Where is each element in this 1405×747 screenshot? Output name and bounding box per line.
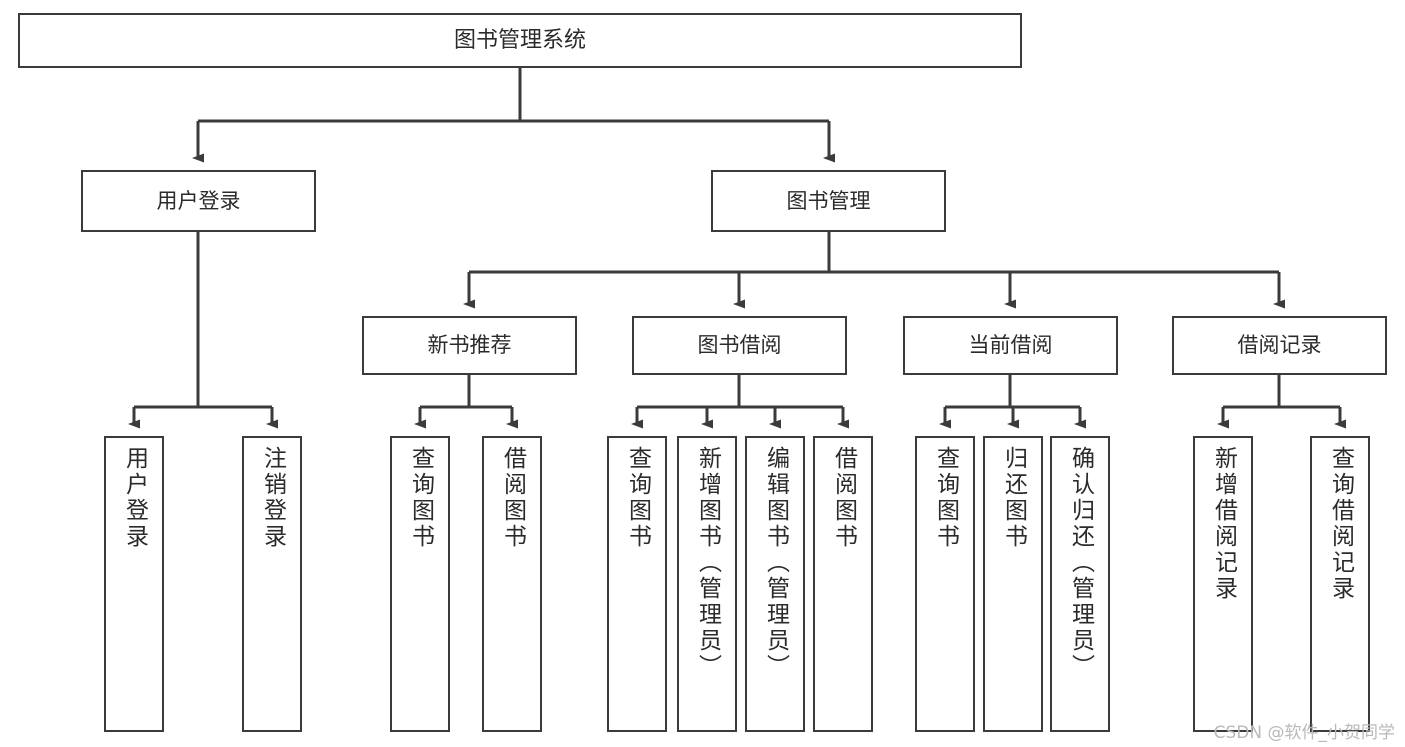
node-label: 编辑图书（管理员）: [762, 446, 789, 680]
leaf-return-book[interactable]: 归还图书: [983, 436, 1043, 732]
leaf-user-login[interactable]: 用户登录: [104, 436, 164, 732]
leaf-borrow-book-recommend[interactable]: 借阅图书: [482, 436, 542, 732]
leaf-add-borrow-record[interactable]: 新增借阅记录: [1193, 436, 1253, 732]
leaf-borrow-book[interactable]: 借阅图书: [813, 436, 873, 732]
node-label: 查询图书: [932, 446, 959, 550]
node-current-borrow[interactable]: 当前借阅: [903, 316, 1118, 375]
leaf-confirm-return-admin[interactable]: 确认归还（管理员）: [1050, 436, 1110, 732]
leaf-user-logout[interactable]: 注销登录: [242, 436, 302, 732]
node-label: 借阅图书: [830, 446, 857, 550]
node-label: 用户登录: [121, 446, 148, 550]
node-book-borrow[interactable]: 图书借阅: [632, 316, 847, 375]
node-label: 借阅记录: [1237, 333, 1322, 358]
node-label: 查询图书: [407, 446, 434, 550]
node-label: 图书借阅: [697, 333, 782, 358]
leaf-edit-book-admin[interactable]: 编辑图书（管理员）: [745, 436, 805, 732]
node-label: 图书管理系统: [453, 27, 586, 53]
node-label: 图书管理: [786, 188, 871, 213]
node-book-management[interactable]: 图书管理: [711, 170, 946, 232]
node-label: 归还图书: [1000, 446, 1027, 550]
node-label: 新增图书（管理员）: [694, 446, 721, 680]
node-label: 借阅图书: [499, 446, 526, 550]
node-label: 当前借阅: [968, 333, 1053, 358]
leaf-query-book-recommend[interactable]: 查询图书: [390, 436, 450, 732]
watermark: CSDN @软件_小贺同学: [1213, 723, 1395, 743]
leaf-query-book-current[interactable]: 查询图书: [915, 436, 975, 732]
node-new-book-recommend[interactable]: 新书推荐: [362, 316, 577, 375]
node-root-system[interactable]: 图书管理系统: [18, 13, 1022, 68]
node-label: 查询图书: [624, 446, 651, 550]
leaf-query-borrow-record[interactable]: 查询借阅记录: [1310, 436, 1370, 732]
node-user-login[interactable]: 用户登录: [81, 170, 316, 232]
node-label: 新增借阅记录: [1210, 446, 1237, 602]
node-borrow-record[interactable]: 借阅记录: [1172, 316, 1387, 375]
node-label: 用户登录: [156, 188, 241, 213]
node-label: 查询借阅记录: [1327, 446, 1354, 602]
node-label: 注销登录: [259, 446, 286, 550]
leaf-query-book-borrow[interactable]: 查询图书: [607, 436, 667, 732]
node-label: 确认归还（管理员）: [1067, 446, 1094, 680]
leaf-add-book-admin[interactable]: 新增图书（管理员）: [677, 436, 737, 732]
node-label: 新书推荐: [427, 333, 512, 358]
